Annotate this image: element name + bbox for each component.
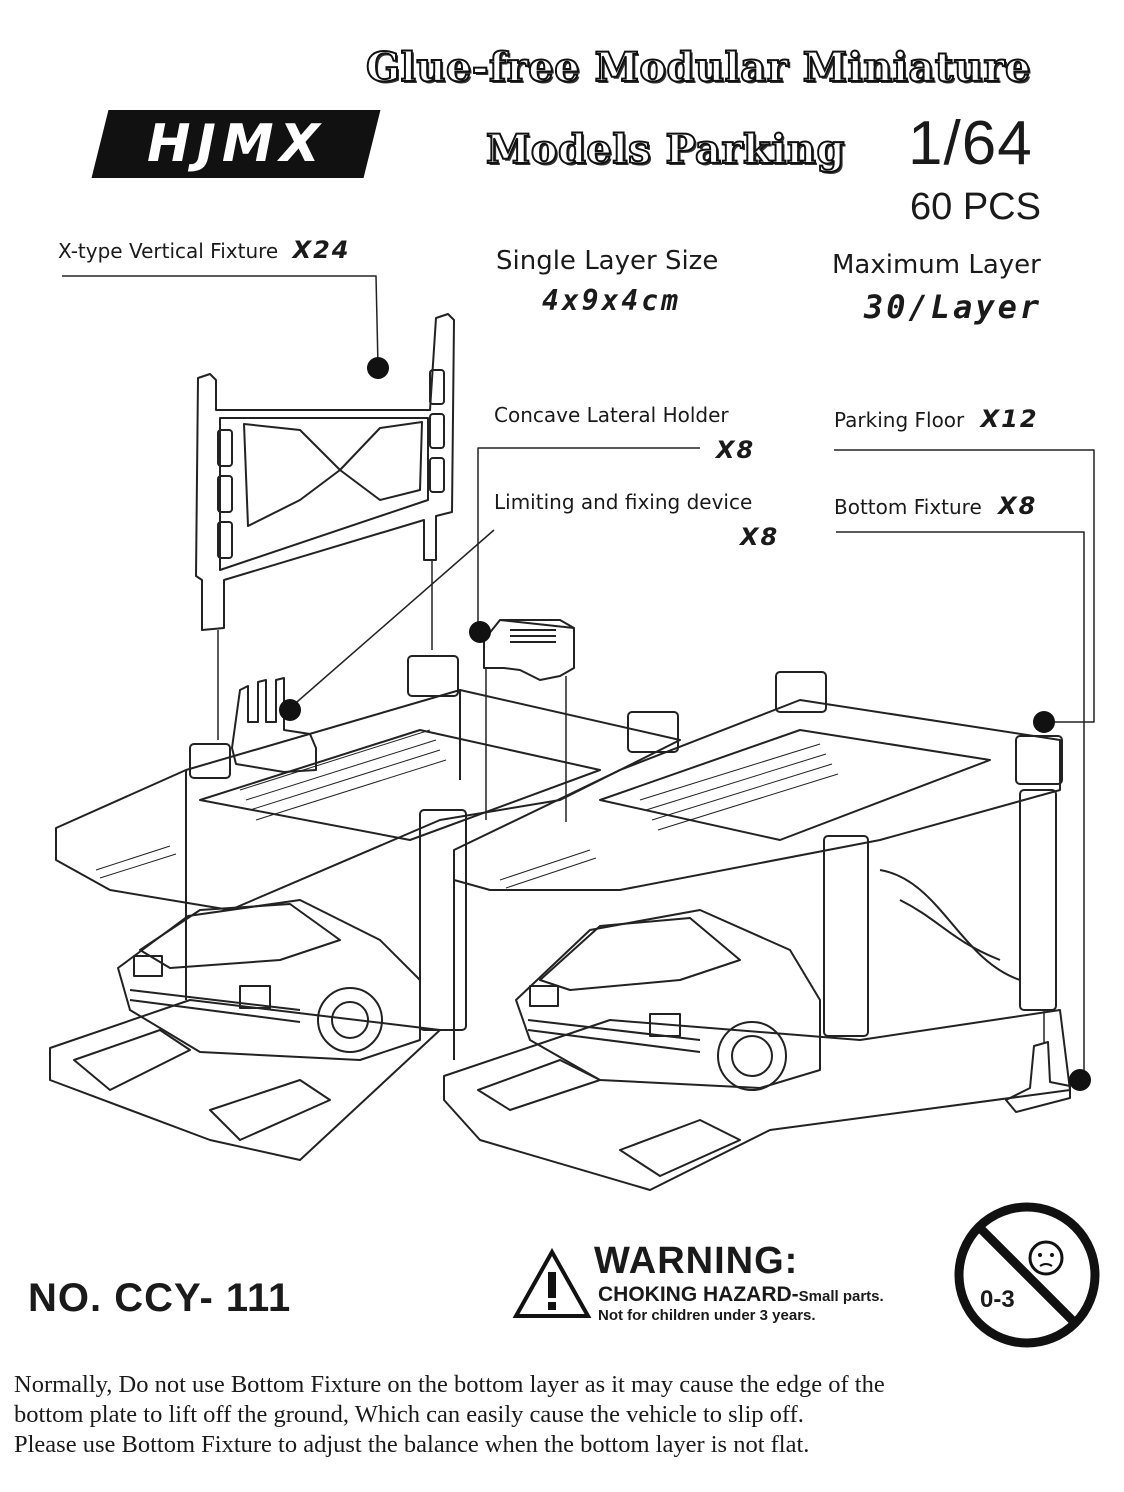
warning-title: WARNING: [594,1240,799,1282]
exclamation-triangle-icon [512,1248,592,1318]
scale-label: 1/64 [908,109,1033,178]
note-line: Please use Bottom Fixture to adjust the … [14,1431,810,1458]
warning-hazard: CHOKING HAZARD-Small parts. [598,1283,884,1307]
title-line-1: Glue-free Modular Miniature [365,43,1031,92]
part-name: Parking Floor [834,408,965,432]
parking-unit-left [49,655,681,1161]
part-qty: X12 [980,405,1039,433]
usage-note: Normally, Do not use Bottom Fixture on t… [14,1370,1118,1460]
title-line-2: Models Parking [485,125,845,174]
limiting-device-drawing [231,677,317,773]
bottom-fixture-drawing [1005,1010,1071,1113]
tread-pattern [95,729,839,889]
callout-dots [279,357,1091,1091]
part-name: Bottom Fixture [834,495,982,519]
max-layer-label: Maximum Layer [832,250,1041,280]
part-qty: X24 [292,236,351,264]
single-layer-size-label: Single Layer Size [496,246,719,276]
warning-small-parts: Small parts. [798,1288,884,1305]
part-label-bottom-fixture: Bottom Fixture X8 [834,492,1037,520]
parking-unit-right [443,671,1071,1191]
part-name: X-type Vertical Fixture [58,239,279,263]
single-layer-size-value: 4x9x4cm [542,284,682,317]
part-label-limiting-fixing-device: Limiting and fixing device [494,490,753,514]
note-line: Normally, Do not use Bottom Fixture on t… [14,1371,885,1398]
concave-holder-drawing [483,619,575,822]
age-label: 0-3 [980,1286,1015,1313]
age-restriction-badge: 0-3 [952,1200,1102,1350]
piece-count: 60 PCS [910,186,1041,228]
warning-note: Not for children under 3 years. [598,1307,816,1324]
x-type-fixture-drawing [195,313,455,740]
max-layer-value: 30/Layer [864,288,1043,326]
part-qty: X8 [998,492,1038,520]
no-baby-icon [954,1202,1100,1348]
model-number: NO. CCY- 111 [28,1276,292,1320]
warning-hazard-text: CHOKING HAZARD- [598,1283,799,1306]
part-label-x-type-vertical-fixture: X-type Vertical Fixture X24 [58,236,351,264]
part-label-concave-lateral-holder: Concave Lateral Holder [494,403,729,427]
note-line: bottom plate to lift off the ground, Whi… [14,1401,804,1428]
part-qty-concave-lateral-holder: X8 [716,436,756,464]
part-label-parking-floor: Parking Floor X12 [834,405,1039,433]
part-qty-limiting-fixing-device: X8 [740,523,780,551]
